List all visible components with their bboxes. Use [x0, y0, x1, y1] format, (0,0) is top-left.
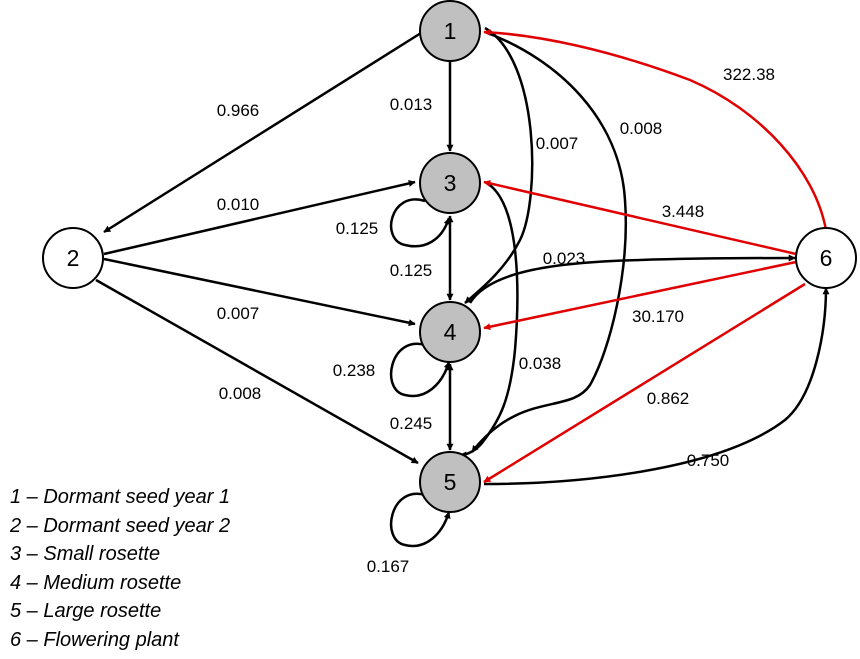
edge-label-3-3: 0.125 [336, 219, 379, 238]
node-2-label: 2 [67, 245, 80, 271]
edges [95, 26, 830, 548]
edge-6-3 [483, 180, 797, 256]
edge-label-3-4: 0.125 [390, 261, 433, 280]
legend-item-2: 2 – Dormant seed year 2 [9, 515, 230, 537]
legend-item-3: 3 – Small rosette [10, 543, 160, 565]
edge-label-4-5: 0.245 [390, 414, 433, 433]
edge-6-1 [483, 28, 828, 231]
legend-item-6: 6 – Flowering plant [10, 629, 180, 651]
edge-label-1-3: 0.013 [390, 95, 433, 114]
edge-2-4 [103, 257, 416, 327]
edge-6-5 [483, 282, 806, 484]
node-4-circle [419, 301, 481, 363]
legend: 1 – Dormant seed year 1 2 – Dormant seed… [9, 486, 230, 651]
node-5-label: 5 [444, 469, 457, 495]
edge-label-6-3: 3.448 [662, 202, 705, 221]
edge-label-1-5: 0.008 [620, 119, 663, 138]
edge-label-6-1: 322.38 [723, 65, 775, 84]
node-1-label: 1 [444, 18, 457, 44]
edge-label-6-5: 0.862 [647, 389, 690, 408]
node-2-circle [42, 227, 104, 289]
node-4: 4 [419, 301, 481, 363]
edge-1-5 [471, 30, 627, 453]
edge-5-5 [389, 492, 451, 548]
edge-4-6 [468, 254, 796, 304]
edge-label-4-4: 0.238 [333, 361, 376, 380]
legend-item-1: 1 – Dormant seed year 1 [10, 486, 230, 508]
edge-label-1-2: 0.966 [217, 101, 260, 120]
edge-5-6 [483, 287, 830, 486]
legend-item-5: 5 – Large rosette [10, 600, 161, 622]
edge-label-2-5: 0.008 [219, 384, 262, 403]
node-5: 5 [419, 451, 481, 513]
edge-label-5-5: 0.167 [367, 557, 410, 576]
edge-4-4 [389, 342, 451, 398]
node-6: 6 [795, 227, 857, 289]
edge-2-5 [95, 278, 419, 465]
edge-label-3-5: 0.038 [519, 354, 562, 373]
nodes: 1 2 3 4 5 6 [42, 0, 857, 513]
node-3-circle [419, 152, 481, 214]
node-6-label: 6 [820, 245, 833, 271]
edge-3-3 [389, 198, 451, 248]
node-1-circle [419, 0, 481, 62]
edge-label-4-6: 0.023 [543, 249, 586, 268]
edge-label-2-4: 0.007 [217, 304, 260, 323]
edge-1-2 [103, 31, 422, 234]
edge-1-4 [464, 26, 534, 304]
edge-label-5-6: 0.750 [687, 451, 730, 470]
node-2: 2 [42, 227, 104, 289]
edge-label-1-4: 0.007 [536, 134, 579, 153]
edge-3-5 [459, 180, 519, 459]
edge-2-3 [103, 180, 416, 256]
edge-label-2-3: 0.010 [217, 195, 260, 214]
edge-6-4 [483, 260, 797, 331]
node-3-label: 3 [444, 170, 457, 196]
node-3: 3 [419, 152, 481, 214]
node-5-circle [419, 451, 481, 513]
edge-labels: 0.966 0.013 0.007 0.008 0.010 0.007 0.00… [217, 65, 775, 576]
node-1: 1 [419, 0, 481, 62]
node-6-circle [795, 227, 857, 289]
node-4-label: 4 [444, 319, 457, 345]
edge-label-6-4: 30.170 [632, 307, 684, 326]
legend-item-4: 4 – Medium rosette [10, 572, 181, 594]
